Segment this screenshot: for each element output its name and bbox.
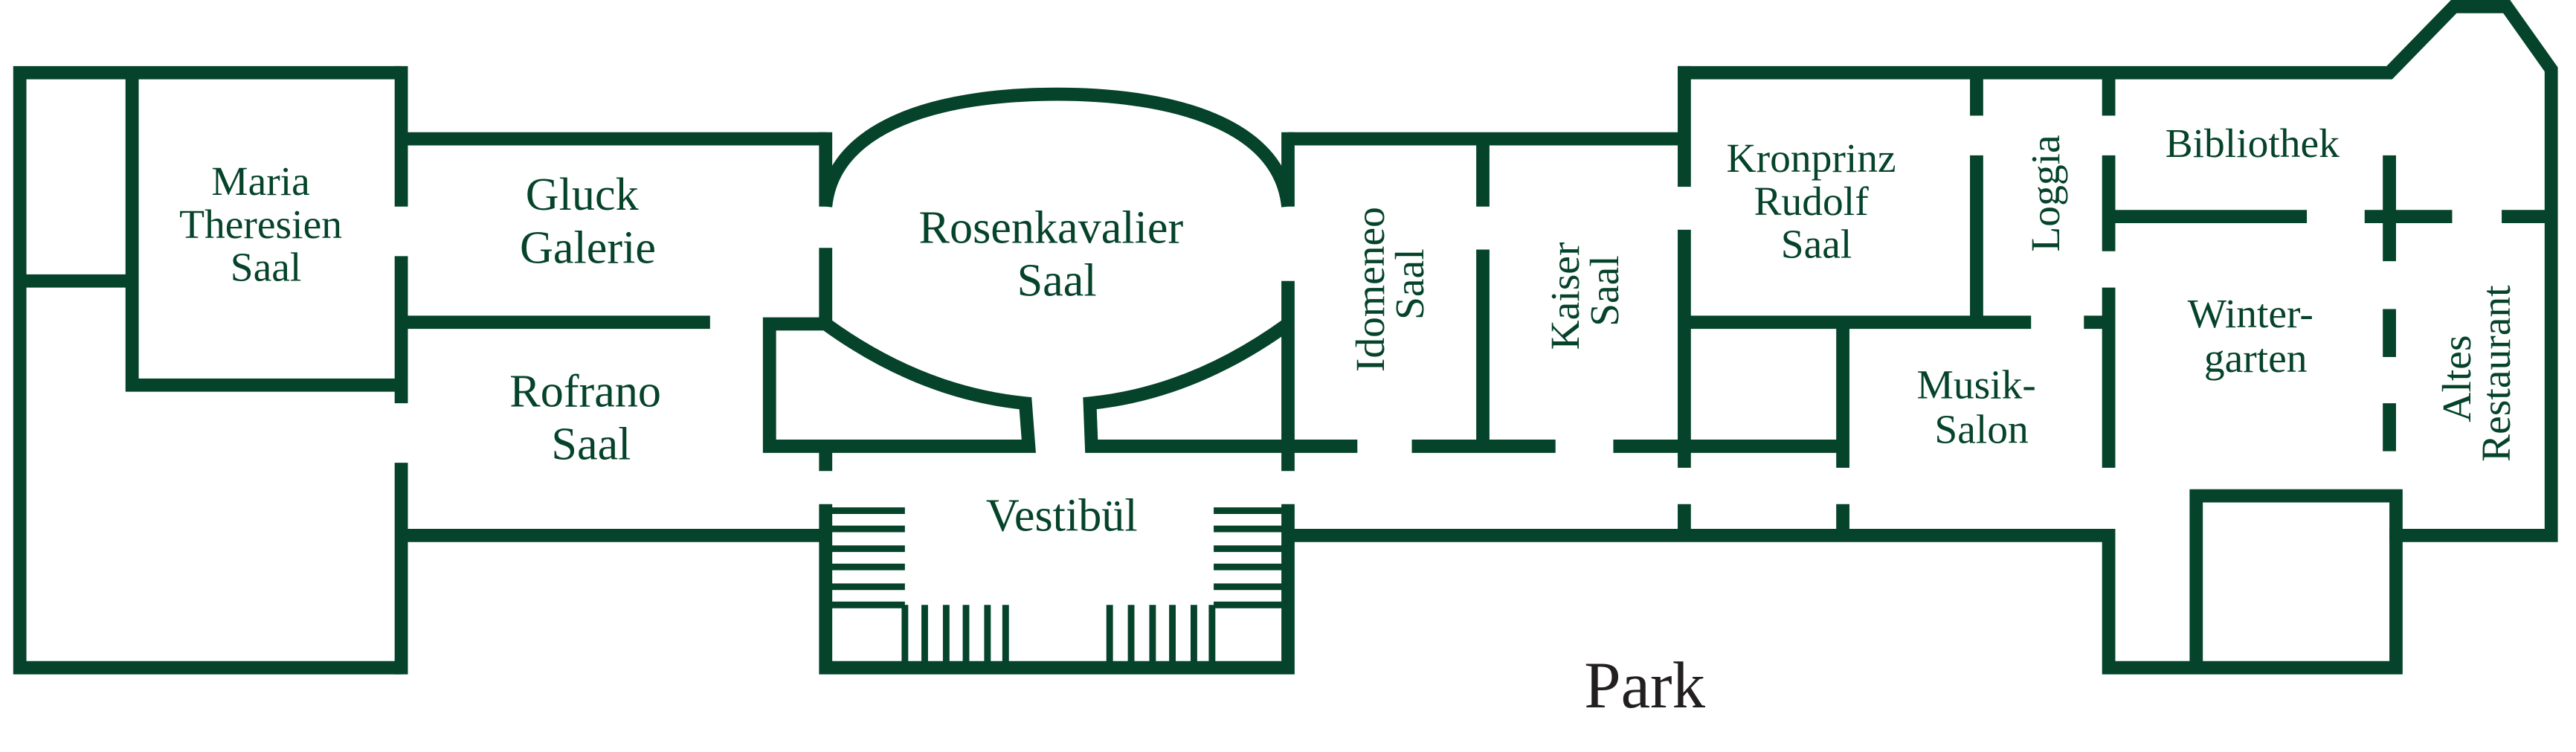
label-maria-theresien-saal: Maria Theresien Saal [179, 159, 352, 291]
label-rofrano-saal: Rofrano Saal [509, 367, 672, 470]
label-kronprinz-rudolf-saal: Kronprinz Rudolf Saal [1727, 136, 1907, 268]
gluck-rofrano-walls [401, 132, 826, 542]
east-outer-wall [1678, 0, 2558, 542]
rosenkavalier-east-wall [1083, 280, 1295, 453]
garden-annex-walls [2102, 489, 2403, 675]
rosenkavalier-west-wall [762, 248, 1036, 453]
vestibuel-walls [819, 446, 1295, 675]
stairs-east [1106, 507, 1288, 665]
west-wing-outer-wall [13, 65, 402, 675]
label-loggia: Loggia [2023, 135, 2069, 251]
label-bibliothek: Bibliothek [2166, 121, 2340, 167]
label-musik-salon: Musik- Salon [1916, 362, 2046, 452]
label-wintergarten: Winter- garten [2188, 292, 2324, 382]
east-corridor-walls [1288, 132, 2109, 542]
label-park: Park [1584, 649, 1705, 722]
maria-theresien-walls [19, 72, 402, 392]
label-altes-restaurant: Altes Restaurant [2435, 285, 2519, 462]
label-kaiser-saal: Kaiser Saal [1543, 232, 1628, 350]
rosenkavalier-dome-wall [819, 87, 1295, 208]
stairs-west [825, 507, 1009, 665]
loggia-walls [1970, 72, 2116, 468]
walls [13, 0, 2558, 675]
kronprinz-walls [1678, 65, 2109, 536]
label-idomeneo-saal: Idomeneo Saal [1348, 196, 1433, 372]
label-gluck-galerie: Gluck Galerie [520, 170, 656, 273]
room-labels: Maria Theresien Saal Gluck Galerie Rofra… [179, 121, 2519, 722]
label-vestibuel: Vestibül [986, 490, 1138, 541]
label-rosenkavalier-saal: Rosenkavalier Saal [919, 203, 1195, 306]
